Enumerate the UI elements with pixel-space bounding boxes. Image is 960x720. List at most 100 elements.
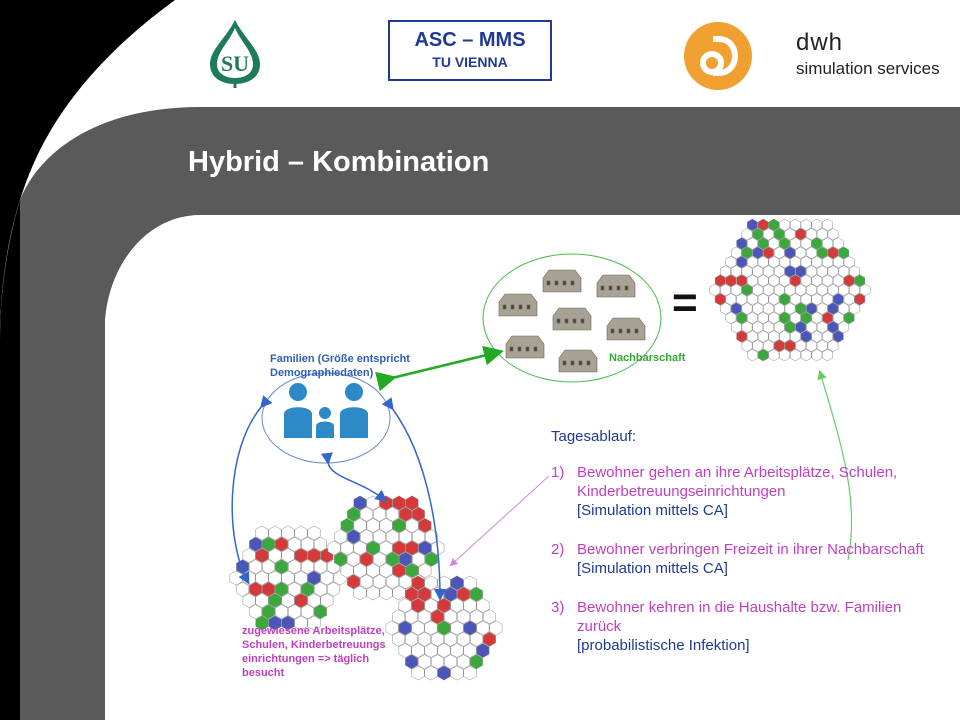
hex-cell — [483, 631, 496, 647]
hex-cell — [412, 506, 425, 522]
hex-cell — [784, 265, 796, 278]
hex-cell — [314, 604, 327, 620]
hex-cell — [827, 228, 839, 241]
hex-cell — [268, 570, 282, 586]
hex-cell — [366, 540, 380, 556]
hex-cell — [849, 283, 860, 297]
hex-cell — [418, 631, 431, 647]
hex-cell — [832, 311, 844, 325]
hex-cell — [262, 581, 275, 597]
hex-cell — [736, 237, 748, 250]
hex-cell — [811, 348, 823, 362]
page-title: Hybrid – Kombination — [188, 146, 490, 178]
hex-cell — [730, 246, 742, 259]
hex-cell — [360, 551, 373, 567]
hex-cell — [425, 551, 438, 567]
hex-cell — [281, 615, 295, 631]
hex-cell — [262, 559, 275, 575]
hex-cell — [790, 255, 801, 269]
hex-cell — [424, 598, 438, 613]
hex-cell — [347, 529, 360, 545]
hex-grid-icon — [709, 218, 871, 362]
hex-cell — [838, 265, 850, 278]
neighborhood-label: Nachbarschaft — [609, 352, 686, 364]
hex-cell — [838, 246, 850, 259]
hex-cell — [773, 246, 785, 259]
hex-cell — [392, 631, 405, 647]
hex-cell — [811, 311, 823, 325]
hex-cell — [757, 255, 769, 269]
step-text: Bewohner kehren in die Haushalte bzw. Fa… — [577, 599, 902, 635]
hex-cell — [457, 654, 470, 670]
hex-cell — [768, 218, 780, 232]
hex-cell — [288, 559, 301, 575]
hex-cell — [268, 525, 282, 541]
hex-cell — [392, 495, 406, 511]
hex-cell — [752, 302, 764, 315]
hex-cell — [800, 237, 812, 250]
hex-cell — [444, 609, 457, 625]
hex-cell — [816, 228, 828, 241]
hex-cell — [757, 293, 769, 306]
hex-cell — [730, 283, 742, 297]
hex-cell — [399, 551, 412, 567]
hex-cell — [790, 293, 801, 306]
hex-cell — [741, 321, 753, 334]
hex-cell — [843, 293, 855, 306]
hex-cell — [795, 321, 807, 334]
hex-cell — [242, 548, 256, 563]
hex-cell — [418, 518, 432, 533]
hex-cell — [795, 228, 807, 241]
hex-cell — [411, 620, 425, 636]
su-logo-icon: SU — [210, 20, 260, 88]
hex-cell — [275, 559, 288, 575]
hex-cell — [242, 593, 256, 608]
hex-cell — [255, 615, 269, 631]
hex-cell — [725, 274, 737, 287]
hex-cell — [747, 237, 758, 250]
hex-cell — [437, 643, 451, 658]
hex-cell — [463, 575, 477, 591]
hex-cell — [405, 631, 418, 647]
step-bracket: [Simulation mittels CA] — [577, 502, 728, 519]
hex-cell — [398, 598, 412, 613]
hex-cell — [827, 246, 839, 259]
hex-cell — [768, 237, 780, 250]
hex-cell — [307, 548, 321, 563]
hex-cell — [720, 302, 731, 315]
equals-sign: = — [672, 278, 698, 327]
asc-line2: TU VIENNA — [432, 54, 508, 70]
arrow-family-grid-a — [231, 395, 273, 585]
hex-cell — [822, 311, 833, 325]
hex-cell — [457, 586, 470, 602]
hex-cell — [806, 246, 817, 259]
hex-cell — [347, 506, 360, 522]
hex-cell — [281, 570, 295, 586]
step-text: Bewohner gehen an ihre Arbeitsplätze, Sc… — [577, 464, 898, 500]
hex-cell — [334, 551, 347, 567]
hex-cell — [288, 604, 301, 620]
hex-cell — [268, 548, 282, 563]
hex-cell — [832, 237, 844, 250]
hex-cell — [255, 548, 269, 563]
hex-cell — [741, 339, 753, 352]
hex-cell — [811, 255, 823, 269]
hex-cell — [249, 581, 262, 597]
arrow-to-big-grid — [817, 369, 853, 561]
hex-cell — [822, 255, 833, 269]
hex-cell — [747, 330, 758, 343]
hex-cell — [811, 330, 823, 343]
hex-cell — [714, 274, 726, 287]
hex-cell — [275, 581, 288, 597]
step-3: 3) Bewohner kehren in die Haushalte bzw.… — [551, 598, 931, 655]
hex-cell — [784, 246, 796, 259]
hex-cell — [307, 615, 321, 631]
hex-cell — [347, 551, 360, 567]
hex-cell — [457, 631, 470, 647]
hex-cell — [854, 293, 866, 306]
hex-cell — [730, 321, 742, 334]
hex-cell — [424, 643, 438, 658]
hex-cell — [832, 255, 844, 269]
dwh-name: dwh — [796, 29, 844, 56]
hex-cell — [281, 548, 295, 563]
